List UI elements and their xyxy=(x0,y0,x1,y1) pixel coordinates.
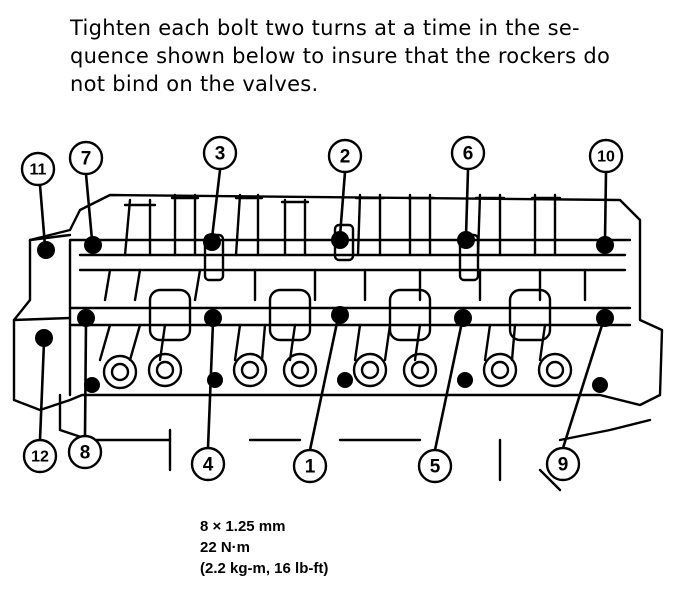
callout-circle-3 xyxy=(202,135,238,171)
valve-springs xyxy=(102,352,573,390)
bolt-7 xyxy=(84,236,102,254)
callout-label-1: 1 xyxy=(305,457,316,478)
callout-circle-2 xyxy=(327,138,363,174)
head-bottom-detail xyxy=(168,428,562,492)
instruction-line-2: quence shown below to insure that the ro… xyxy=(70,44,611,68)
leader-lines xyxy=(38,169,608,451)
callout-circle-10 xyxy=(588,138,624,174)
callout-circle-7 xyxy=(68,140,104,176)
callout-label-10: 10 xyxy=(597,149,615,166)
lower-rocker-arms xyxy=(98,288,552,362)
upper-rocker-arms xyxy=(103,193,587,302)
callout-circle-4 xyxy=(190,446,226,482)
instruction-line-3: not bind on the valves. xyxy=(70,72,319,96)
callout-label-8: 8 xyxy=(80,443,91,464)
bolt-12 xyxy=(35,329,53,347)
callout-circle-8 xyxy=(67,434,103,470)
bolt-8 xyxy=(77,309,95,327)
spec-thread-size: 8 × 1.25 mm xyxy=(200,518,286,535)
head-left-block xyxy=(12,233,72,322)
bolt-9 xyxy=(596,309,614,327)
instruction-line-1: Tighten each bolt two turns at a time in… xyxy=(70,16,580,40)
callout-circle-5 xyxy=(417,448,453,484)
callout-label-3: 3 xyxy=(215,144,226,165)
bolt-3 xyxy=(203,233,221,251)
bolt-6 xyxy=(457,231,475,249)
torque-specs: 8 × 1.25 mm 22 N·m (2.2 kg-m, 16 lb-ft) xyxy=(200,516,328,579)
callout-circle-1 xyxy=(292,448,328,484)
callout-label-7: 7 xyxy=(81,149,92,170)
callout-label-5: 5 xyxy=(430,457,441,478)
head-bolts xyxy=(35,231,614,393)
callout-label-2: 2 xyxy=(340,147,351,168)
head-lower-flange xyxy=(58,393,652,442)
callout-label-11: 11 xyxy=(30,162,47,179)
callout-circles xyxy=(20,135,624,484)
bolt-10 xyxy=(596,236,614,254)
callout-circle-11 xyxy=(20,151,56,187)
cylinder-head-outline xyxy=(12,193,664,412)
spec-torque-nm: 22 N·m xyxy=(200,539,251,556)
bolt-5 xyxy=(454,309,472,327)
cylinder-head-diagram: 1 2 3 4 5 6 7 8 9 10 11 12 xyxy=(12,135,664,492)
callout-circle-9 xyxy=(545,446,581,482)
spec-torque-alt: (2.2 kg-m, 16 lb-ft) xyxy=(200,560,329,577)
callout-label-4: 4 xyxy=(203,455,214,476)
rocker-shaft-lower xyxy=(68,306,632,327)
instruction-text: Tighten each bolt two turns at a time in… xyxy=(70,14,670,98)
callout-label-12: 12 xyxy=(31,449,49,466)
bolt-4 xyxy=(204,309,222,327)
callout-label-6: 6 xyxy=(463,144,474,165)
bolt-1 xyxy=(331,306,349,324)
callout-circle-12 xyxy=(22,438,58,474)
bolt-11 xyxy=(37,241,55,259)
bolt-2 xyxy=(331,231,349,249)
callout-label-9: 9 xyxy=(558,455,569,476)
callout-circle-6 xyxy=(450,135,486,171)
